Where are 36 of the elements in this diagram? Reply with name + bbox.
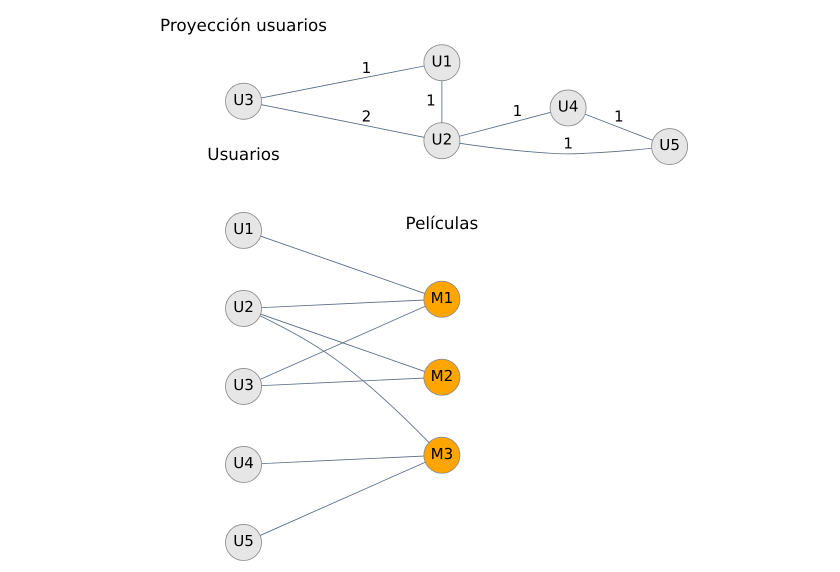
connector xyxy=(260,306,425,380)
node-circle: U5 xyxy=(224,524,262,561)
node-circle: M1 xyxy=(422,280,460,318)
connector xyxy=(440,80,442,124)
node-circle: M3 xyxy=(422,436,460,474)
connector xyxy=(458,112,550,137)
node-circle: U4 xyxy=(224,446,262,483)
connector xyxy=(259,315,429,443)
label: Proyección usuarios xyxy=(160,14,326,35)
edge-label: 1 xyxy=(361,59,371,78)
node-circle: U5 xyxy=(650,128,688,165)
node-circle: U2 xyxy=(224,290,262,327)
node-circle: U1 xyxy=(422,44,460,82)
edge-label: 1 xyxy=(562,134,572,153)
connector xyxy=(260,236,424,294)
connector xyxy=(584,114,652,141)
node-circle: U1 xyxy=(224,212,262,249)
node-circle: U3 xyxy=(224,368,262,405)
label: Películas xyxy=(405,212,478,233)
edge-label: 1 xyxy=(426,91,436,110)
edge-label: 1 xyxy=(614,108,624,126)
connector xyxy=(260,462,425,536)
edge-label: 2 xyxy=(361,108,371,126)
connector xyxy=(260,378,424,386)
connector xyxy=(260,104,424,138)
node-circle: U2 xyxy=(422,122,460,160)
edge-label: 1 xyxy=(512,102,522,120)
node-circle: U4 xyxy=(549,90,586,126)
node-circle: M2 xyxy=(422,358,460,396)
connector xyxy=(260,314,424,372)
node-circle: U3 xyxy=(224,82,262,120)
connector xyxy=(260,66,424,98)
connector xyxy=(260,300,424,308)
connector xyxy=(458,142,652,154)
label: Usuarios xyxy=(206,144,280,164)
connector xyxy=(260,456,424,464)
